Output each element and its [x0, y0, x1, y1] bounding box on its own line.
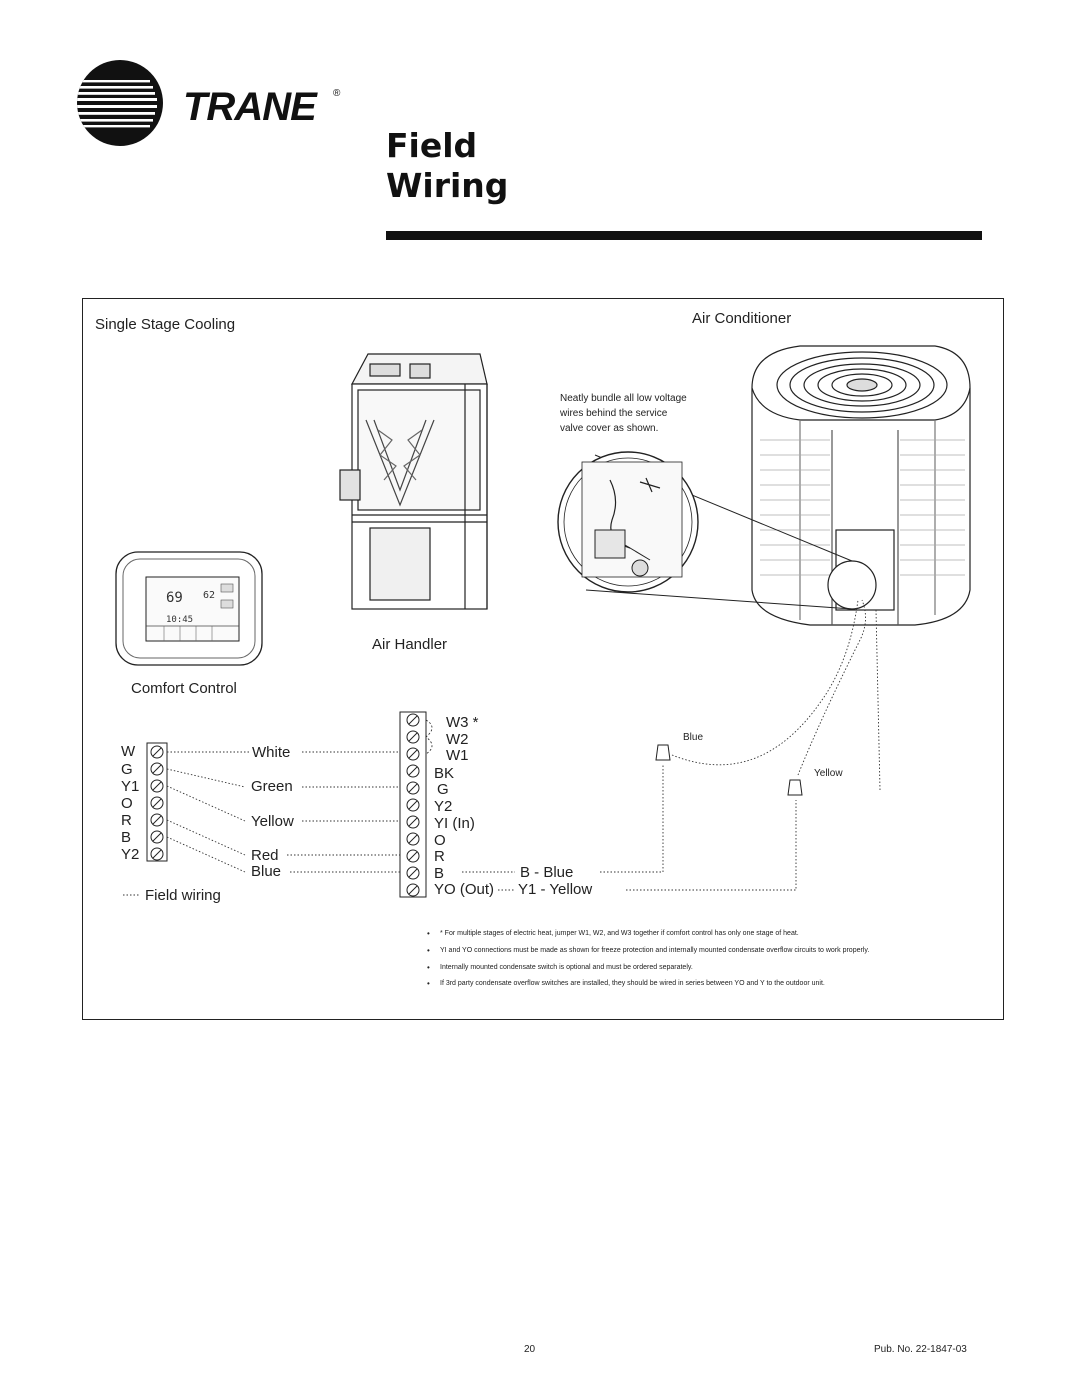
ah-terminal-bk: BK: [434, 765, 455, 782]
legend-field-wiring: Field wiring: [145, 887, 221, 904]
ah-terminal-w2: W2: [446, 731, 469, 748]
cc-terminal-y2: Y2: [121, 846, 140, 863]
wire-nut-label-blue: Blue: [683, 732, 704, 743]
wire-nuts: [655, 744, 803, 796]
wire-nut-label-yellow: Yellow: [814, 768, 843, 779]
thermostat-time: 10:45: [166, 615, 193, 625]
service-valve-detail: [557, 451, 853, 610]
cc-terminal-b: B: [121, 829, 132, 846]
ah-terminal-w1: W1: [446, 747, 469, 764]
ah-terminal-r: R: [434, 848, 445, 865]
pub-number: Pub. No. 22-1847-03: [874, 1344, 967, 1355]
field-wiring: [166, 599, 881, 891]
title-rule: [386, 231, 982, 240]
ah-terminal-y2: Y2: [434, 798, 453, 815]
cc-terminal-y1: Y1: [121, 778, 140, 795]
note-4: If 3rd party condensate overflow switche…: [427, 979, 825, 988]
svg-text:®: ®: [333, 88, 341, 99]
page-title-wiring: Wiring: [386, 166, 509, 205]
air-handler-label: Air Handler: [372, 636, 448, 653]
comfort-control-device: 69 62 10:45: [115, 551, 263, 666]
air-handler-unit: [339, 353, 488, 610]
ah-terminal-yo: YO (Out): [434, 881, 495, 898]
note-3: Internally mounted condensate switch is …: [427, 963, 693, 972]
note-2: YI and YO connections must be made as sh…: [427, 946, 869, 955]
cc-terminal-g: G: [121, 761, 133, 778]
outdoor-blue-connection: B - Blue: [520, 864, 574, 881]
air-conditioner-unit: [751, 345, 971, 626]
page-number: 20: [524, 1344, 536, 1355]
note-1: * For multiple stages of electric heat, …: [427, 929, 799, 938]
thermostat-setpoint: 62: [203, 590, 215, 601]
ah-terminal-yi: YI (In): [434, 815, 475, 832]
wire-label-green: Green: [251, 778, 293, 795]
section-title: Single Stage Cooling: [95, 316, 236, 333]
ah-terminal-g: G: [437, 781, 449, 798]
cc-terminal-r: R: [121, 812, 132, 829]
ah-terminal-b: B: [434, 865, 445, 882]
ah-terminal-w3: W3 *: [446, 714, 479, 731]
outdoor-yellow-connection: Y1 - Yellow: [518, 881, 593, 898]
bundle-note-line-2: wires behind the service: [560, 408, 668, 419]
air-conditioner-label: Air Conditioner: [692, 310, 792, 327]
ah-terminal-o: O: [434, 832, 446, 849]
bundle-note-line-1: Neatly bundle all low voltage: [560, 393, 687, 404]
trane-wordmark: TRANE: [183, 85, 318, 129]
wire-label-white: White: [252, 744, 291, 761]
comfort-control-terminal-block: [146, 742, 168, 862]
thermostat-temp: 69: [166, 590, 183, 606]
wire-label-red: Red: [251, 847, 279, 864]
wire-label-blue: Blue: [251, 863, 282, 880]
air-handler-terminal-block: [399, 711, 433, 898]
diagram-frame: [82, 298, 1004, 1020]
bundle-note-line-3: valve cover as shown.: [560, 423, 659, 434]
wire-label-yellow: Yellow: [251, 813, 294, 830]
cc-terminal-o: O: [121, 795, 133, 812]
cc-terminal-w: W: [121, 743, 136, 760]
comfort-control-label: Comfort Control: [131, 680, 237, 697]
trane-logo: TRANE ®: [77, 60, 341, 146]
page-title-field: Field: [386, 126, 478, 165]
